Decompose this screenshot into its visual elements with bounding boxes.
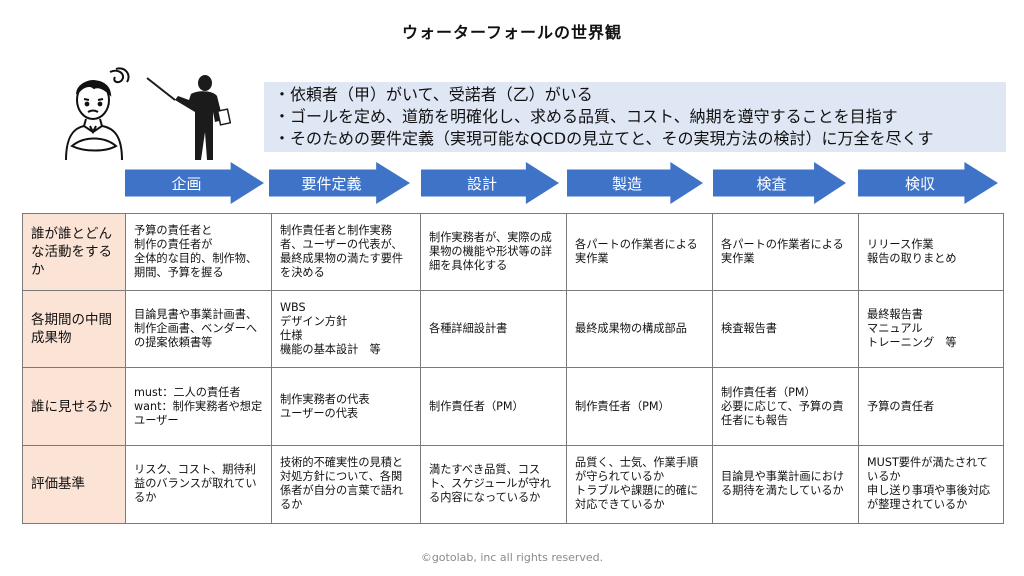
table-cell: 最終成果物の構成部品 bbox=[566, 290, 713, 369]
table-cell: リスク、コスト、期待利益のバランスが取れているか bbox=[125, 444, 272, 525]
phase-label: 設計 bbox=[466, 174, 497, 193]
phase-arrow-requirements: 要件定義 bbox=[269, 162, 410, 204]
table-cell: WBS デザイン方針 仕様 機能の基本設計 等 bbox=[271, 290, 421, 369]
table-cell: リリース作業 報告の取りまとめ bbox=[858, 212, 1004, 292]
table-row: 誰が誰とどんな活動をするか 予算の責任者と 制作の責任者が 全体的な目的、制作物… bbox=[22, 212, 1004, 292]
waterfall-matrix: 誰が誰とどんな活動をするか 予算の責任者と 制作の責任者が 全体的な目的、制作物… bbox=[22, 212, 1004, 525]
table-cell: 制作実務者が、実際の成果物の機能や形状等の詳細を具体化する bbox=[420, 212, 567, 292]
table-cell: 検査報告書 bbox=[712, 290, 859, 369]
row-header: 誰に見せるか bbox=[22, 367, 126, 446]
table-cell: 制作責任者（PM） bbox=[566, 367, 713, 446]
table-cell: MUST要件が満たされているか 申し送り事項や事後対応が整理されているか bbox=[858, 444, 1004, 525]
phase-label: 企画 bbox=[171, 174, 202, 193]
phase-arrow-acceptance: 検収 bbox=[858, 162, 998, 204]
summary-bullet: ・ゴールを定め、道筋を明確化し、求める品質、コスト、納期を遵守することを目指す bbox=[274, 107, 898, 126]
summary-box: ・依頼者（甲）がいて、受諾者（乙）がいる ・ゴールを定め、道筋を明確化し、求める… bbox=[264, 82, 1006, 152]
table-cell: 技術的不確実性の見積と対処方針について、各関係者が自分の言葉で語れるか bbox=[271, 444, 421, 525]
phase-arrow-inspection: 検査 bbox=[713, 162, 846, 204]
phase-label: 要件定義 bbox=[301, 174, 362, 193]
table-row: 誰に見せるか must：二人の責任者 want：制作実務者や想定ユーザー 制作実… bbox=[22, 367, 1004, 446]
phase-arrow-manufacturing: 製造 bbox=[567, 162, 703, 204]
table-cell: must：二人の責任者 want：制作実務者や想定ユーザー bbox=[125, 367, 272, 446]
copyright-footer: ©gotolab, inc all rights reserved. bbox=[420, 551, 604, 564]
table-cell: 予算の責任者 bbox=[858, 367, 1004, 446]
table-row: 評価基準 リスク、コスト、期待利益のバランスが取れているか 技術的不確実性の見積… bbox=[22, 444, 1004, 525]
table-cell: 予算の責任者と 制作の責任者が 全体的な目的、制作物、期間、予算を握る bbox=[125, 212, 272, 292]
table-row: 各期間の中間成果物 目論見書や事業計画書、制作企画書、ベンダーへの提案依頼書等 … bbox=[22, 290, 1004, 369]
confused-person-icon bbox=[65, 67, 130, 161]
row-header: 各期間の中間成果物 bbox=[22, 290, 126, 369]
table-cell: 制作責任者と制作実務者、ユーザーの代表が、最終成果物の満たす要件を決める bbox=[271, 212, 421, 292]
table-cell: 各パートの作業者による実作業 bbox=[712, 212, 859, 292]
phase-label: 製造 bbox=[611, 174, 642, 193]
phase-label: 検査 bbox=[756, 174, 787, 193]
table-cell: 満たすべき品質、コスト、スケジュールが守れる内容になっているか bbox=[420, 444, 567, 525]
phase-arrow-planning: 企画 bbox=[125, 162, 264, 204]
table-cell: 各パートの作業者による実作業 bbox=[566, 212, 713, 292]
table-cell: 制作責任者（PM） 必要に応じて、予算の責任者にも報告 bbox=[712, 367, 859, 446]
row-header: 評価基準 bbox=[22, 444, 126, 525]
table-cell: 制作実務者の代表 ユーザーの代表 bbox=[271, 367, 421, 446]
row-header: 誰が誰とどんな活動をするか bbox=[22, 212, 126, 292]
phase-arrow-design: 設計 bbox=[421, 162, 559, 204]
summary-bullet: ・依頼者（甲）がいて、受諾者（乙）がいる bbox=[274, 85, 593, 104]
table-cell: 最終報告書 マニュアル トレーニング 等 bbox=[858, 290, 1004, 369]
table-cell: 品質く、士気、作業手順が守られているか トラブルや課題に的確に対応できているか bbox=[566, 444, 713, 525]
table-cell: 目論見書や事業計画書、制作企画書、ベンダーへの提案依頼書等 bbox=[125, 290, 272, 369]
phase-label: 検収 bbox=[904, 174, 935, 193]
summary-bullet: ・そのための要件定義（実現可能なQCDの見立てと、その実現方法の検討）に万全を尽… bbox=[274, 129, 934, 148]
page-title: ウォーターフォールの世界観 bbox=[401, 23, 623, 42]
table-cell: 各種詳細設計書 bbox=[420, 290, 567, 369]
table-cell: 目論見や事業計画における期待を満たしているか bbox=[712, 444, 859, 525]
presenter-silhouette-icon bbox=[146, 75, 231, 160]
table-cell: 制作責任者（PM） bbox=[420, 367, 567, 446]
